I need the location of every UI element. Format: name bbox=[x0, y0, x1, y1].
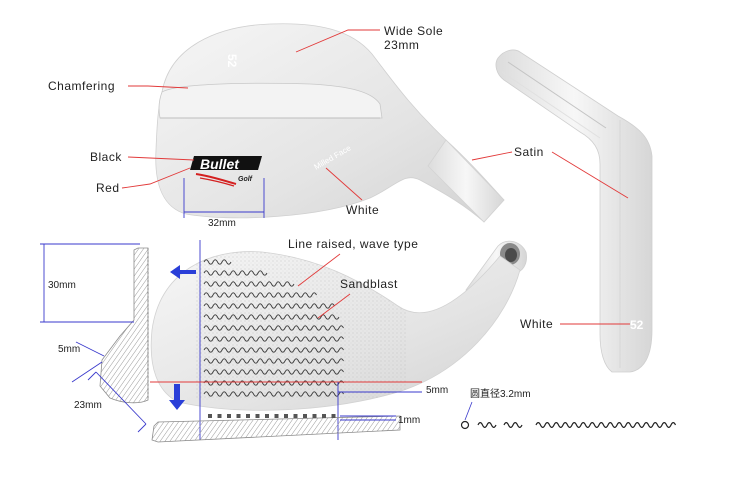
groove-profile-strip: 1mm bbox=[151, 414, 420, 443]
top-callouts: Wide Sole 23mm Chamfering Black Red Whit… bbox=[48, 24, 544, 217]
loft-number-side: 52 bbox=[630, 318, 644, 332]
club-head-top-view: 52 Bullet Golf Milled Face 32mm bbox=[155, 23, 505, 229]
dim-30mm: 30mm bbox=[48, 280, 76, 291]
label-wide-sole-size: 23mm bbox=[384, 38, 419, 52]
wave-profile-legend: 圆直径3.2mm bbox=[460, 387, 677, 430]
label-satin: Satin bbox=[514, 145, 544, 159]
label-red: Red bbox=[96, 181, 120, 195]
bullet-logo: Bullet Golf bbox=[190, 156, 262, 187]
label-circle-diameter: 圆直径3.2mm bbox=[470, 387, 531, 400]
label-wide-sole: Wide Sole bbox=[384, 24, 443, 38]
label-chamfering: Chamfering bbox=[48, 79, 115, 93]
club-side-view: 52 White bbox=[495, 49, 653, 373]
arrow-down-indicator bbox=[169, 384, 185, 410]
wave-grooves bbox=[203, 259, 344, 397]
arrow-left-indicator bbox=[170, 265, 196, 279]
loft-number-top: 52 bbox=[225, 54, 239, 68]
label-white-face: White bbox=[346, 203, 379, 217]
dim-32mm: 32mm bbox=[208, 218, 236, 229]
dim-5mm-left: 5mm bbox=[58, 344, 80, 355]
club-head-bottom-view: 5mm Line raised, wave type Sandblast bbox=[150, 237, 527, 440]
club-head-top-body bbox=[155, 23, 505, 223]
circle-diameter-icon bbox=[460, 420, 470, 430]
dim-5mm-right: 5mm bbox=[426, 385, 448, 396]
logo-main-text: Bullet bbox=[200, 156, 240, 172]
label-line-raised: Line raised, wave type bbox=[288, 237, 418, 251]
dim-23mm: 23mm bbox=[74, 400, 102, 411]
label-sandblast: Sandblast bbox=[340, 277, 398, 291]
dim-1mm: 1mm bbox=[398, 415, 420, 426]
chamfer-top-band bbox=[158, 82, 383, 119]
logo-sub-text: Golf bbox=[238, 176, 253, 183]
label-black: Black bbox=[90, 150, 122, 164]
sole-cross-section: 30mm 5mm 23mm bbox=[40, 243, 149, 433]
label-white-side: White bbox=[520, 317, 553, 331]
